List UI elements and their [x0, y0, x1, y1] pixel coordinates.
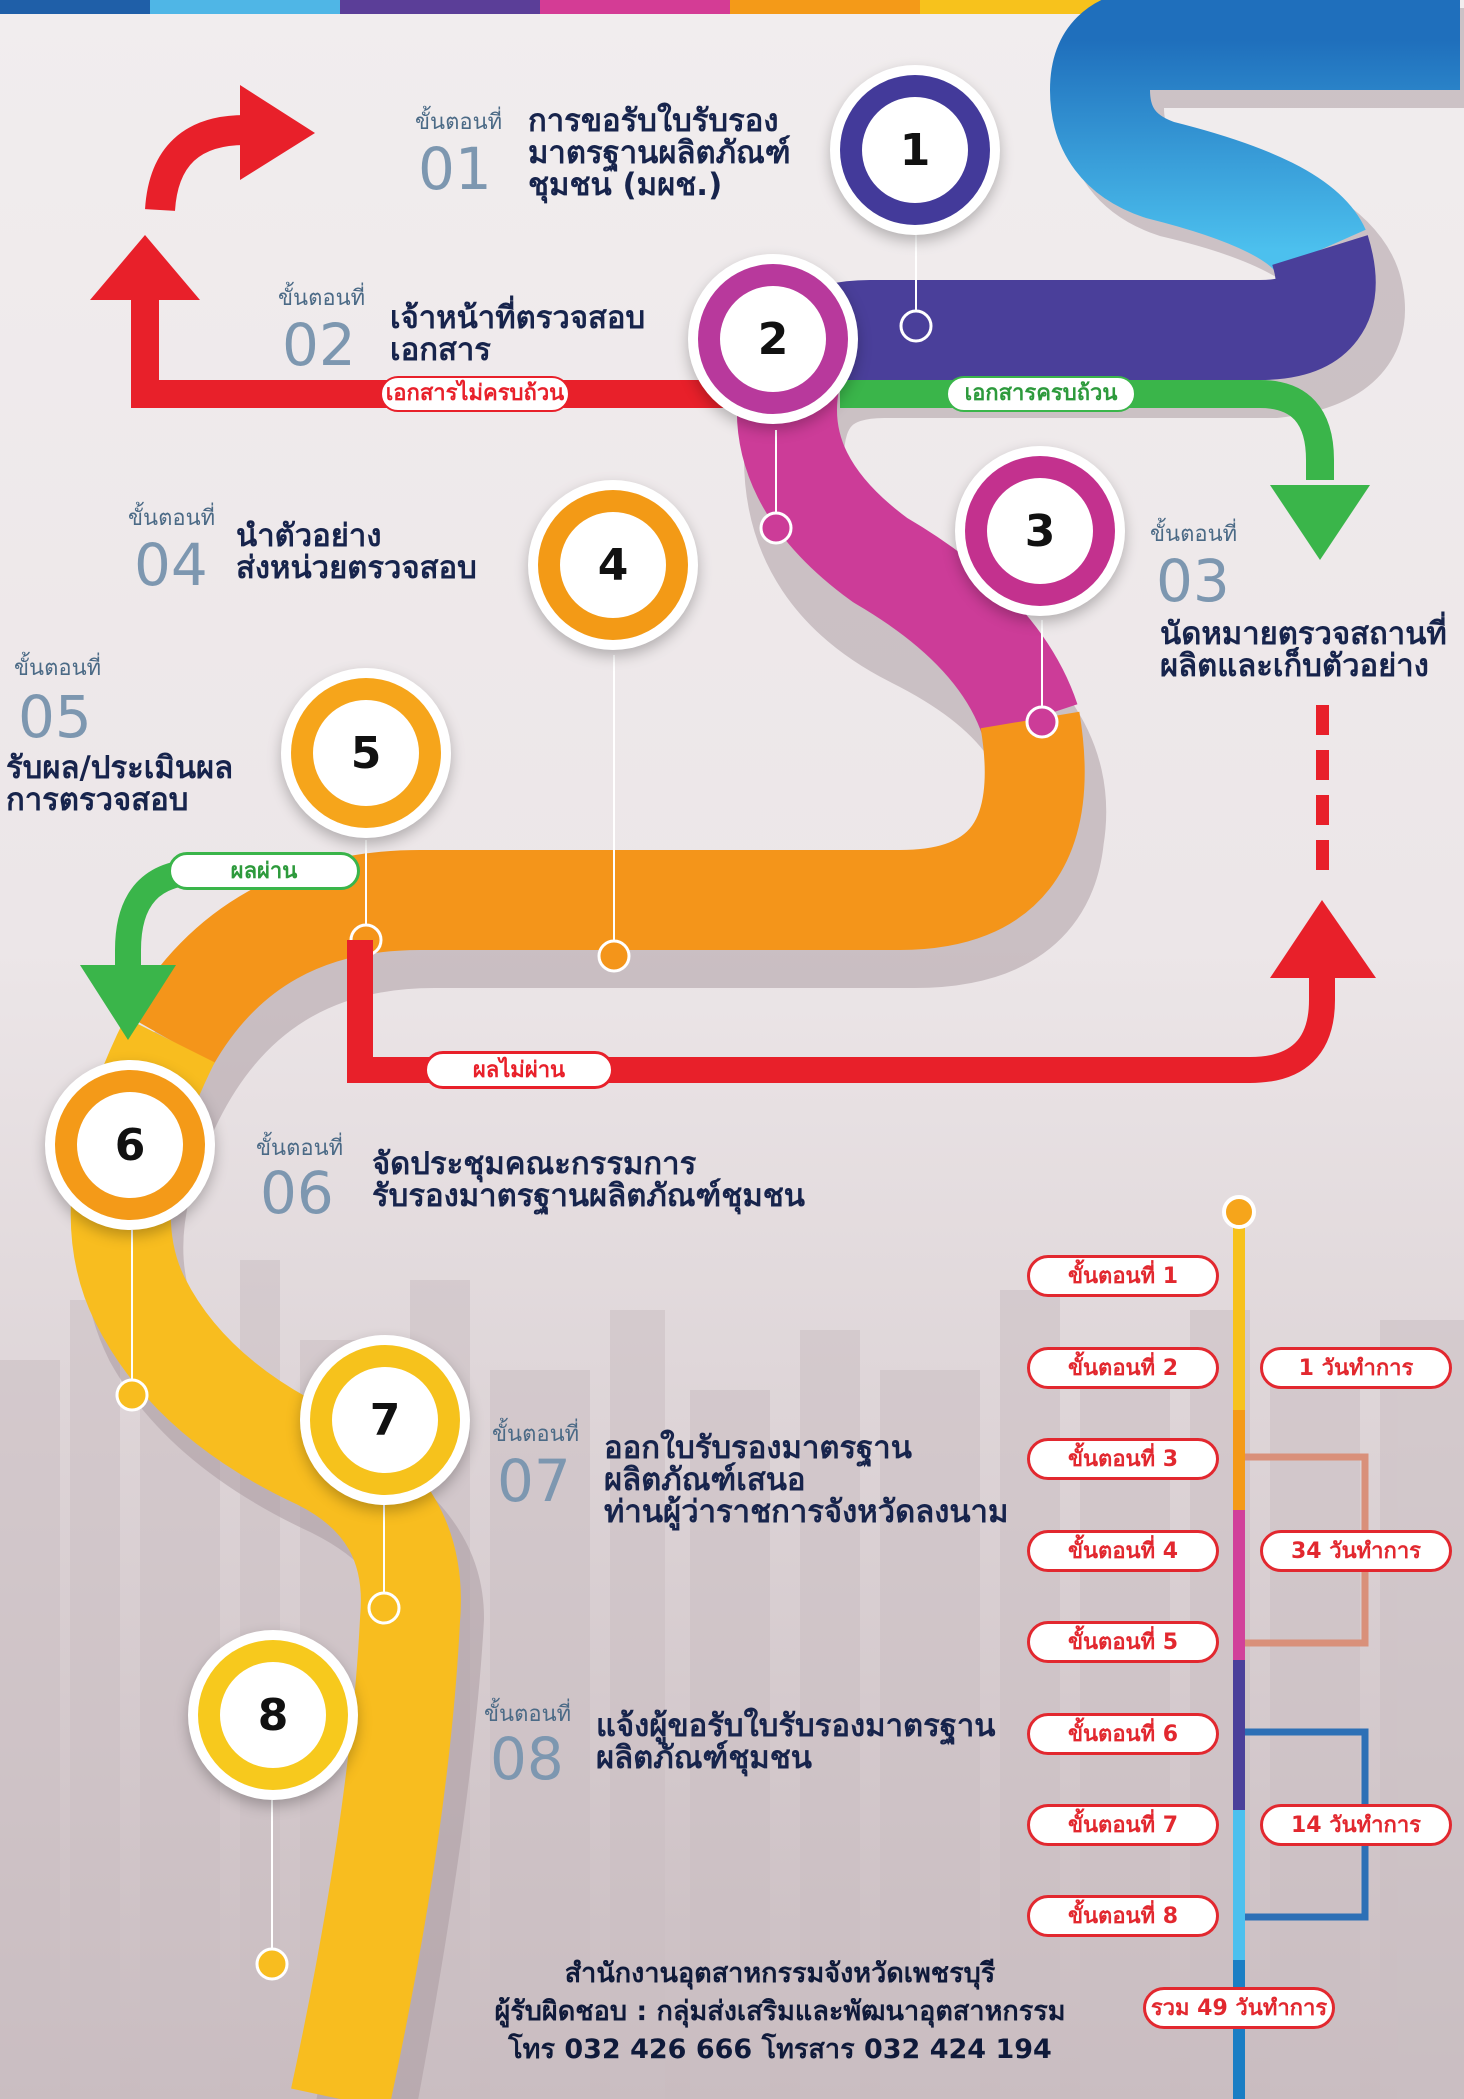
step-3-badge: 3	[955, 446, 1125, 616]
timeline-duration-2: 34 วันทำการ	[1260, 1530, 1452, 1572]
arrow-fail	[347, 940, 1335, 1083]
step-7-label: ขั้นตอนที่	[492, 1422, 580, 1447]
step-8-number: 08	[490, 1725, 564, 1793]
top-color-strip	[0, 0, 1115, 14]
step-4-label: ขั้นตอนที่	[128, 506, 216, 531]
step-7-badge: 7	[300, 1335, 470, 1505]
footer-office: สำนักงานอุตสาหกรรมจังหวัดเพชรบุรี	[564, 1958, 996, 1989]
step-2-label: ขั้นตอนที่	[278, 286, 366, 311]
step-8-badge-number: 8	[220, 1662, 326, 1768]
step-8-title: แจ้งผู้ขอรับใบรับรองมาตรฐาน ผลิตภัณฑ์ชุม…	[596, 1708, 996, 1776]
step-7-number: 07	[497, 1447, 571, 1515]
step-2-number: 02	[282, 311, 356, 379]
step-5-title: รับผล/ประเมินผล การตรวจสอบ	[6, 750, 234, 818]
docs-complete-pill: เอกสารครบถ้วน	[946, 376, 1136, 412]
timeline-step-2: ขั้นตอนที่ 2	[1027, 1347, 1219, 1389]
step-5-label: ขั้นตอนที่	[14, 656, 102, 681]
step-5-badge: 5	[281, 668, 451, 838]
step-6-number: 06	[260, 1159, 334, 1227]
step-6-label: ขั้นตอนที่	[256, 1136, 344, 1161]
step-1-number: 01	[418, 135, 492, 203]
timeline-duration-1: 1 วันทำการ	[1260, 1347, 1452, 1389]
step-1-badge-number: 1	[862, 97, 968, 203]
step-7-badge-number: 7	[332, 1367, 438, 1473]
arrow-head-right-red	[240, 85, 315, 180]
pass-pill: ผลผ่าน	[168, 852, 360, 890]
step-3-number: 03	[1156, 547, 1230, 615]
step-3-badge-number: 3	[987, 478, 1093, 584]
footer-phone: โทร 032 426 666 โทรสาร 032 424 194	[508, 2034, 1052, 2065]
arrow-head-down-green-2	[80, 965, 176, 1040]
arrow-head-down-green	[1270, 485, 1370, 560]
arrow-head-up-red-2	[1270, 900, 1376, 978]
step-8-label: ขั้นตอนที่	[484, 1702, 572, 1727]
step-7-title: ออกใบรับรองมาตรฐาน ผลิตภัณฑ์เสนอ ท่านผู้…	[604, 1430, 1009, 1530]
timeline-step-5: ขั้นตอนที่ 5	[1027, 1621, 1219, 1663]
timeline-duration-3: 14 วันทำการ	[1260, 1804, 1452, 1846]
step-4-badge-number: 4	[560, 512, 666, 618]
timeline-step-6: ขั้นตอนที่ 6	[1027, 1713, 1219, 1755]
dashed-line-red	[1316, 705, 1329, 870]
step-2-badge: 2	[688, 254, 858, 424]
timeline-step-8: ขั้นตอนที่ 8	[1027, 1895, 1219, 1937]
step-4-number: 04	[134, 531, 208, 599]
docs-incomplete-pill: เอกสารไม่ครบถ้วน	[380, 376, 570, 412]
step-1-badge: 1	[830, 65, 1000, 235]
footer-responsible: ผู้รับผิดชอบ : กลุ่มส่งเสริมและพัฒนาอุตส…	[494, 1996, 1066, 2027]
step-1-label: ขั้นตอนที่	[415, 110, 503, 135]
timeline-step-7: ขั้นตอนที่ 7	[1027, 1804, 1219, 1846]
timeline-step-3: ขั้นตอนที่ 3	[1027, 1438, 1219, 1480]
arrow-docs-complete	[840, 380, 1334, 480]
step-2-title: เจ้าหน้าที่ตรวจสอบ เอกสาร	[390, 300, 646, 368]
timeline-step-4: ขั้นตอนที่ 4	[1027, 1530, 1219, 1572]
step-3-label: ขั้นตอนที่	[1150, 522, 1238, 547]
step-1-title: การขอรับใบรับรอง มาตรฐานผลิตภัณฑ์ ชุมชน …	[528, 103, 791, 203]
step-8-badge: 8	[188, 1630, 358, 1800]
step-2-badge-number: 2	[720, 286, 826, 392]
step-4-title: นำตัวอย่าง ส่งหน่วยตรวจสอบ	[236, 518, 477, 586]
step-6-badge: 6	[45, 1060, 215, 1230]
step-3-title: นัดหมายตรวจสถานที่ ผลิตและเก็บตัวอย่าง	[1160, 616, 1447, 684]
step-5-number: 05	[18, 683, 92, 751]
arrow-head-up-red	[90, 235, 200, 300]
step-6-title: จัดประชุมคณะกรรมการ รับรองมาตรฐานผลิตภัณ…	[372, 1146, 805, 1214]
fail-pill: ผลไม่ผ่าน	[424, 1051, 614, 1089]
step-4-badge: 4	[528, 480, 698, 650]
timeline-total: รวม 49 วันทำการ	[1143, 1987, 1335, 2029]
footer: สำนักงานอุตสาหกรรมจังหวัดเพชรบุรี ผู้รับ…	[380, 1955, 1180, 2069]
timeline-step-1: ขั้นตอนที่ 1	[1027, 1255, 1219, 1297]
step-5-badge-number: 5	[313, 700, 419, 806]
step-6-badge-number: 6	[77, 1092, 183, 1198]
